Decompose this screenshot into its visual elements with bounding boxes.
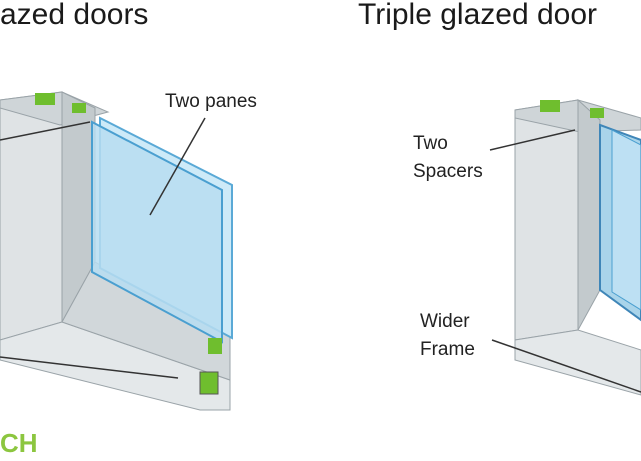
green-profile	[199, 371, 219, 395]
leader-lines	[0, 117, 641, 393]
right-frame-inner	[577, 98, 601, 331]
leader-line-frame	[491, 339, 641, 393]
label-frame: Frame	[420, 339, 475, 360]
triple-glazed-window	[514, 98, 641, 396]
right-glass-2	[611, 129, 641, 311]
label-two-panes: Two panes	[165, 91, 257, 112]
double-glazed-window	[0, 91, 233, 411]
green-profile	[208, 338, 222, 354]
leader-line-spacers	[489, 129, 576, 151]
leader-line	[0, 356, 179, 379]
leader-line	[0, 121, 91, 141]
brand-logo-text: CH	[0, 428, 38, 458]
left-title: azed doors	[0, 0, 149, 31]
label-two: Two	[413, 133, 448, 154]
green-profile	[35, 93, 55, 105]
right-title: Triple glazed door	[358, 0, 598, 31]
label-wider: Wider	[420, 311, 470, 332]
right-frame-bottom	[514, 329, 641, 396]
green-profile	[590, 108, 604, 118]
green-profile	[540, 100, 560, 112]
leader-line-panes	[149, 117, 206, 216]
green-profile	[72, 103, 86, 113]
label-spacers: Spacers	[413, 161, 483, 182]
